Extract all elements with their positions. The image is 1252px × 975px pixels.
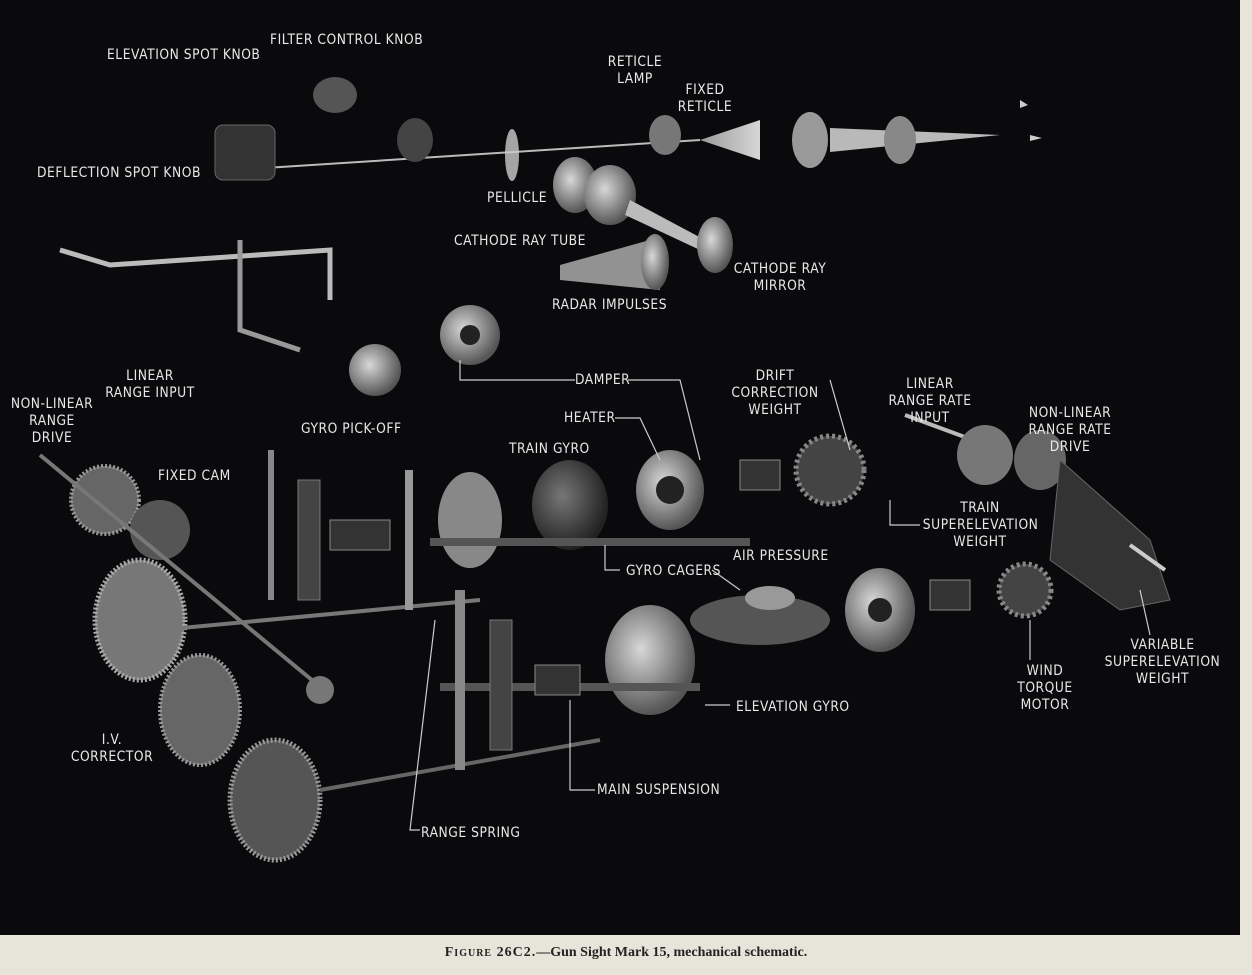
label-pellicle: PELLICLE xyxy=(487,190,548,206)
label-cathode-ray-tube: CATHODE RAY TUBE xyxy=(454,233,586,249)
schematic-plate: ELEVATION SPOT KNOB FILTER CONTROL KNOB … xyxy=(0,0,1240,935)
label-wind-torque-motor: WIND TORQUE MOTOR xyxy=(1017,663,1073,713)
damper-disk xyxy=(349,305,500,396)
figure-number: Figure 26C2. xyxy=(444,945,537,960)
label-gyro-cagers: GYRO CAGERS xyxy=(626,563,721,579)
label-elevation-spot-knob: ELEVATION SPOT KNOB xyxy=(107,47,261,63)
control-knobs xyxy=(59,77,433,353)
label-range-spring: RANGE SPRING xyxy=(421,825,521,841)
label-linear-range-input: LINEAR RANGE INPUT xyxy=(105,368,195,401)
label-iv-corrector: I.V. CORRECTOR xyxy=(70,732,154,765)
label-air-pressure: AIR PRESSURE xyxy=(733,548,829,564)
label-gyro-pick-off: GYRO PICK-OFF xyxy=(301,421,402,437)
label-train-gyro: TRAIN GYRO xyxy=(509,441,590,457)
label-fixed-cam: FIXED CAM xyxy=(158,468,231,484)
label-linear-range-rate-input: LINEAR RANGE RATE INPUT xyxy=(888,376,972,426)
label-damper: DAMPER xyxy=(575,372,631,388)
right-assembly xyxy=(793,413,1171,619)
label-deflection-spot-knob: DEFLECTION SPOT KNOB xyxy=(37,165,201,181)
label-heater: HEATER xyxy=(564,410,616,426)
elevation-gyro xyxy=(440,568,915,715)
cathode-ray-tube-assembly xyxy=(553,157,733,290)
label-reticle-lamp: RETICLE LAMP xyxy=(607,54,663,87)
frame xyxy=(268,450,971,770)
label-variable-superelevation-weight: VARIABLE SUPERELEVATION WEIGHT xyxy=(1104,637,1221,687)
mechanism-illustration xyxy=(38,77,1171,863)
label-radar-impulses: RADAR IMPULSES xyxy=(552,297,668,313)
gear-train xyxy=(38,453,601,863)
label-elevation-gyro: ELEVATION GYRO xyxy=(736,699,850,715)
train-gyro xyxy=(430,450,750,568)
label-non-linear-range-rate-drive: NON-LINEAR RANGE RATE DRIVE xyxy=(1028,405,1112,455)
label-train-superelevation-weight: TRAIN SUPERELEVATION WEIGHT xyxy=(922,500,1039,550)
label-filter-control-knob: FILTER CONTROL KNOB xyxy=(270,32,424,48)
label-fixed-reticle: FIXED RETICLE xyxy=(677,82,733,115)
leader-lines xyxy=(409,360,1151,831)
optical-path xyxy=(264,100,1042,181)
caption-text: —Gun Sight Mark 15, mechanical schematic… xyxy=(536,945,808,960)
label-drift-correction-weight: DRIFT CORRECTION WEIGHT xyxy=(731,368,819,418)
label-main-suspension: MAIN SUSPENSION xyxy=(597,782,721,798)
figure-caption: Figure 26C2.—Gun Sight Mark 15, mechanic… xyxy=(0,945,1252,961)
label-non-linear-range-drive: NON-LINEAR RANGE DRIVE xyxy=(10,396,94,446)
label-cathode-ray-mirror: CATHODE RAY MIRROR xyxy=(733,261,827,294)
